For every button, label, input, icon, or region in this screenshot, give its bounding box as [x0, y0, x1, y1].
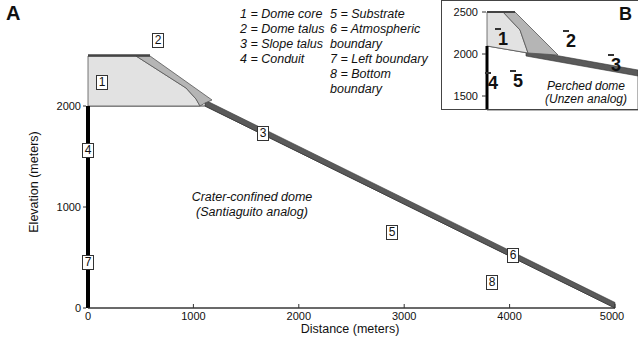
inset-dome-cap: [487, 11, 515, 13]
key-entry: 2 = Dome talus: [240, 22, 330, 37]
tick-label: 1000: [181, 310, 205, 322]
key-entry: 5 = Substrate: [330, 7, 438, 22]
panel-caption: Perched dome (Unzen analog): [536, 80, 636, 106]
callout-text: 1: [498, 29, 508, 49]
callout-number: 8: [486, 275, 499, 290]
tick-label: 2000: [454, 48, 478, 60]
x-ticks: [193, 304, 615, 308]
callout-text: 2: [155, 33, 162, 47]
callout-text: 4: [488, 73, 498, 93]
callout-number: 1: [96, 75, 109, 90]
annotation: Crater-confined dome (Santiaguito analog…: [177, 190, 327, 220]
panel-letter: A: [6, 2, 20, 24]
axis-title: Distance (meters): [301, 322, 400, 336]
callout-number: 2: [563, 30, 569, 32]
tick-label: 2000: [57, 100, 81, 112]
callout-text: 7: [85, 255, 92, 269]
callout-number: 3: [257, 126, 270, 141]
inset-ground: [441, 0, 638, 110]
callout-text: 8: [489, 275, 496, 289]
tick-label: 1000: [57, 201, 81, 213]
callout-number: 6: [507, 248, 520, 263]
tick-label: 0: [85, 310, 91, 322]
callout-text: 5: [389, 225, 396, 239]
dome-talus: [136, 56, 212, 106]
axis-title: Elevation (meters): [27, 131, 41, 232]
callout-number: 3: [608, 54, 614, 56]
inset-dome-talus: [503, 12, 558, 55]
x-axis: [88, 308, 615, 309]
substrate: [88, 106, 615, 308]
callout-number: 1: [495, 28, 501, 30]
tick-label: 4000: [497, 310, 521, 322]
callout-number: 4: [485, 72, 491, 74]
key-entry: 7 = Left boundary: [330, 52, 438, 67]
key-entry: 8 = Bottom boundary: [330, 67, 438, 97]
y-ticks: [83, 106, 86, 308]
tick-label: 3000: [392, 310, 416, 322]
key-entry: 3 = Slope talus: [240, 37, 330, 52]
tick-label: 2000: [287, 310, 311, 322]
panel-letter: B: [619, 4, 632, 24]
callout-text: 3: [260, 126, 267, 140]
callout-number: 4: [82, 143, 95, 158]
callout-text: 4: [85, 143, 92, 157]
key-entry: 4 = Conduit: [240, 52, 330, 67]
tick-label: 0: [75, 302, 81, 314]
callout-number: 5: [386, 225, 399, 240]
key-entry: 6 = Atmospheric boundary: [330, 22, 438, 52]
conduit: [86, 106, 90, 308]
key-entry: 1 = Dome core: [240, 7, 330, 22]
tick-label: 1500: [454, 90, 478, 102]
callout-text: 1: [99, 75, 106, 89]
callout-number: 7: [82, 255, 95, 270]
tick-label: 5000: [600, 310, 624, 322]
tick-label: 2500: [454, 6, 478, 18]
callout-text: 5: [513, 71, 523, 91]
callout-number: 5: [510, 70, 516, 72]
inset-substrate: [487, 46, 638, 110]
dome-cap: [88, 54, 150, 57]
callout-number: 2: [152, 33, 165, 48]
callout-text: 6: [510, 248, 517, 262]
callout-text: 3: [611, 55, 621, 75]
inset-y-ticks: [482, 12, 486, 96]
callout-text: 2: [566, 31, 576, 51]
